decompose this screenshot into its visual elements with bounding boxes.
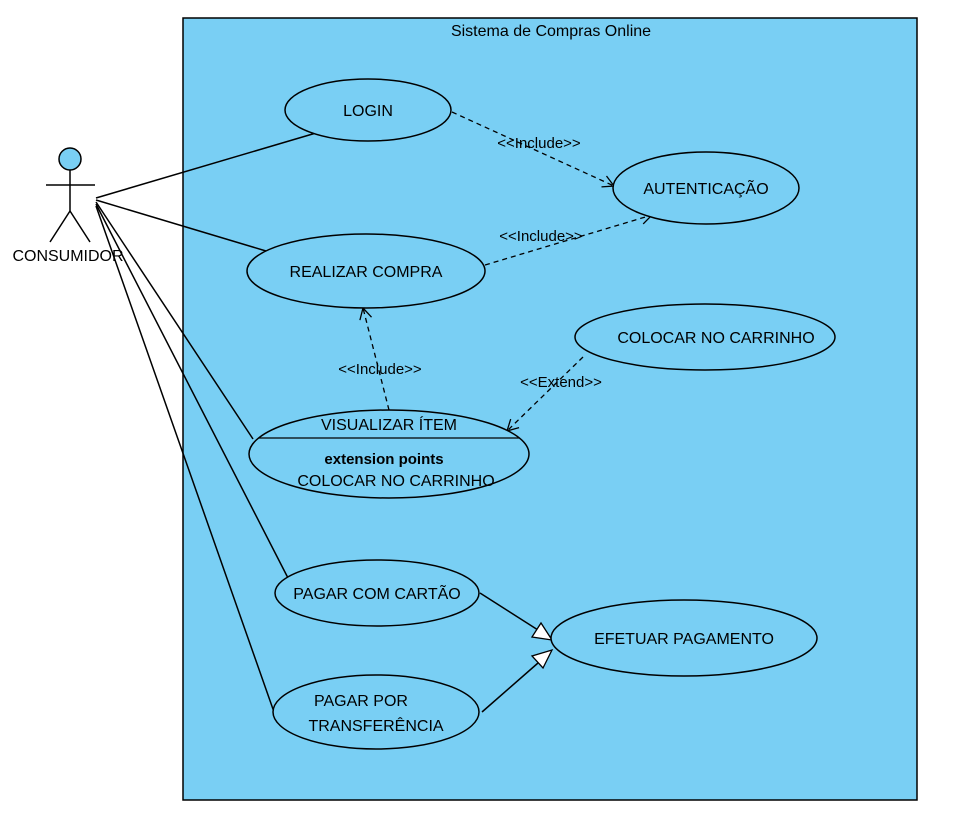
- actor-left-leg: [49, 210, 71, 243]
- use-case-pagar-com-cartao[interactable]: PAGAR COM CARTÃO: [274, 559, 480, 627]
- use-case-colocar-no-carrinho-label: COLOCAR NO CARRINHO: [617, 330, 814, 347]
- use-case-efetuar-pagamento[interactable]: EFETUAR PAGAMENTO: [550, 599, 818, 677]
- use-case-autenticacao[interactable]: AUTENTICAÇÃO: [612, 151, 800, 225]
- associations: [95, 132, 317, 713]
- assoc-login: [95, 132, 317, 199]
- actor-head: [58, 147, 82, 171]
- use-case-login-label: LOGIN: [343, 103, 393, 120]
- dep-label-visualizar-realizar: <<Include>>: [338, 361, 422, 378]
- extension-point-label: COLOCAR NO CARRINHO: [297, 473, 494, 490]
- assoc-realizar-compra: [95, 199, 267, 252]
- use-case-pagar-por-transferencia-line2: TRANSFERÊNCIA: [308, 716, 443, 735]
- gen-head-cartao: [530, 621, 554, 641]
- extension-points-label: extension points: [324, 451, 443, 468]
- gen-line-cartao: [479, 592, 539, 631]
- assoc-pagar-transferencia: [95, 205, 275, 713]
- gen-head-transferencia: [530, 648, 554, 670]
- dep-label-realizar-autenticacao: <<Include>>: [499, 228, 583, 245]
- dep-label-login-autenticacao: <<Include>>: [497, 135, 581, 152]
- actor-name: CONSUMIDOR: [12, 248, 123, 265]
- assoc-visualizar-item: [95, 201, 254, 440]
- assoc-pagar-cartao: [95, 203, 289, 579]
- system-boundary: [182, 17, 918, 801]
- use-case-visualizar-item[interactable]: VISUALIZAR ÍTEM extension points COLOCAR…: [248, 409, 530, 499]
- use-case-visualizar-item-label: VISUALIZAR ÍTEM: [321, 415, 457, 434]
- dep-realizar-autenticacao: [484, 211, 654, 266]
- use-case-realizar-compra[interactable]: REALIZAR COMPRA: [246, 233, 486, 309]
- system-title: Sistema de Compras Online: [451, 23, 651, 40]
- use-case-pagar-por-transferencia-line1: PAGAR POR: [314, 693, 408, 710]
- use-case-colocar-no-carrinho[interactable]: COLOCAR NO CARRINHO: [574, 303, 836, 371]
- use-case-autenticacao-label: AUTENTICAÇÃO: [643, 178, 768, 198]
- actor-right-leg: [69, 210, 91, 243]
- generalizations: [479, 592, 554, 713]
- use-case-pagar-com-cartao-label: PAGAR COM CARTÃO: [293, 583, 460, 603]
- dependencies: <<Include>> <<Include>> <<Include>> <<Ex…: [338, 111, 654, 432]
- use-case-realizar-compra-label: REALIZAR COMPRA: [290, 264, 443, 281]
- use-case-pagar-por-transferencia[interactable]: PAGAR POR TRANSFERÊNCIA: [272, 674, 480, 750]
- gen-line-transferencia: [481, 662, 539, 713]
- use-case-login[interactable]: LOGIN: [284, 78, 452, 142]
- dep-label-carrinho-visualizar: <<Extend>>: [520, 374, 602, 391]
- use-case-efetuar-pagamento-label: EFETUAR PAGAMENTO: [594, 631, 774, 648]
- actor-consumidor[interactable]: CONSUMIDOR: [12, 147, 124, 265]
- dep-login-autenticacao: [451, 111, 616, 188]
